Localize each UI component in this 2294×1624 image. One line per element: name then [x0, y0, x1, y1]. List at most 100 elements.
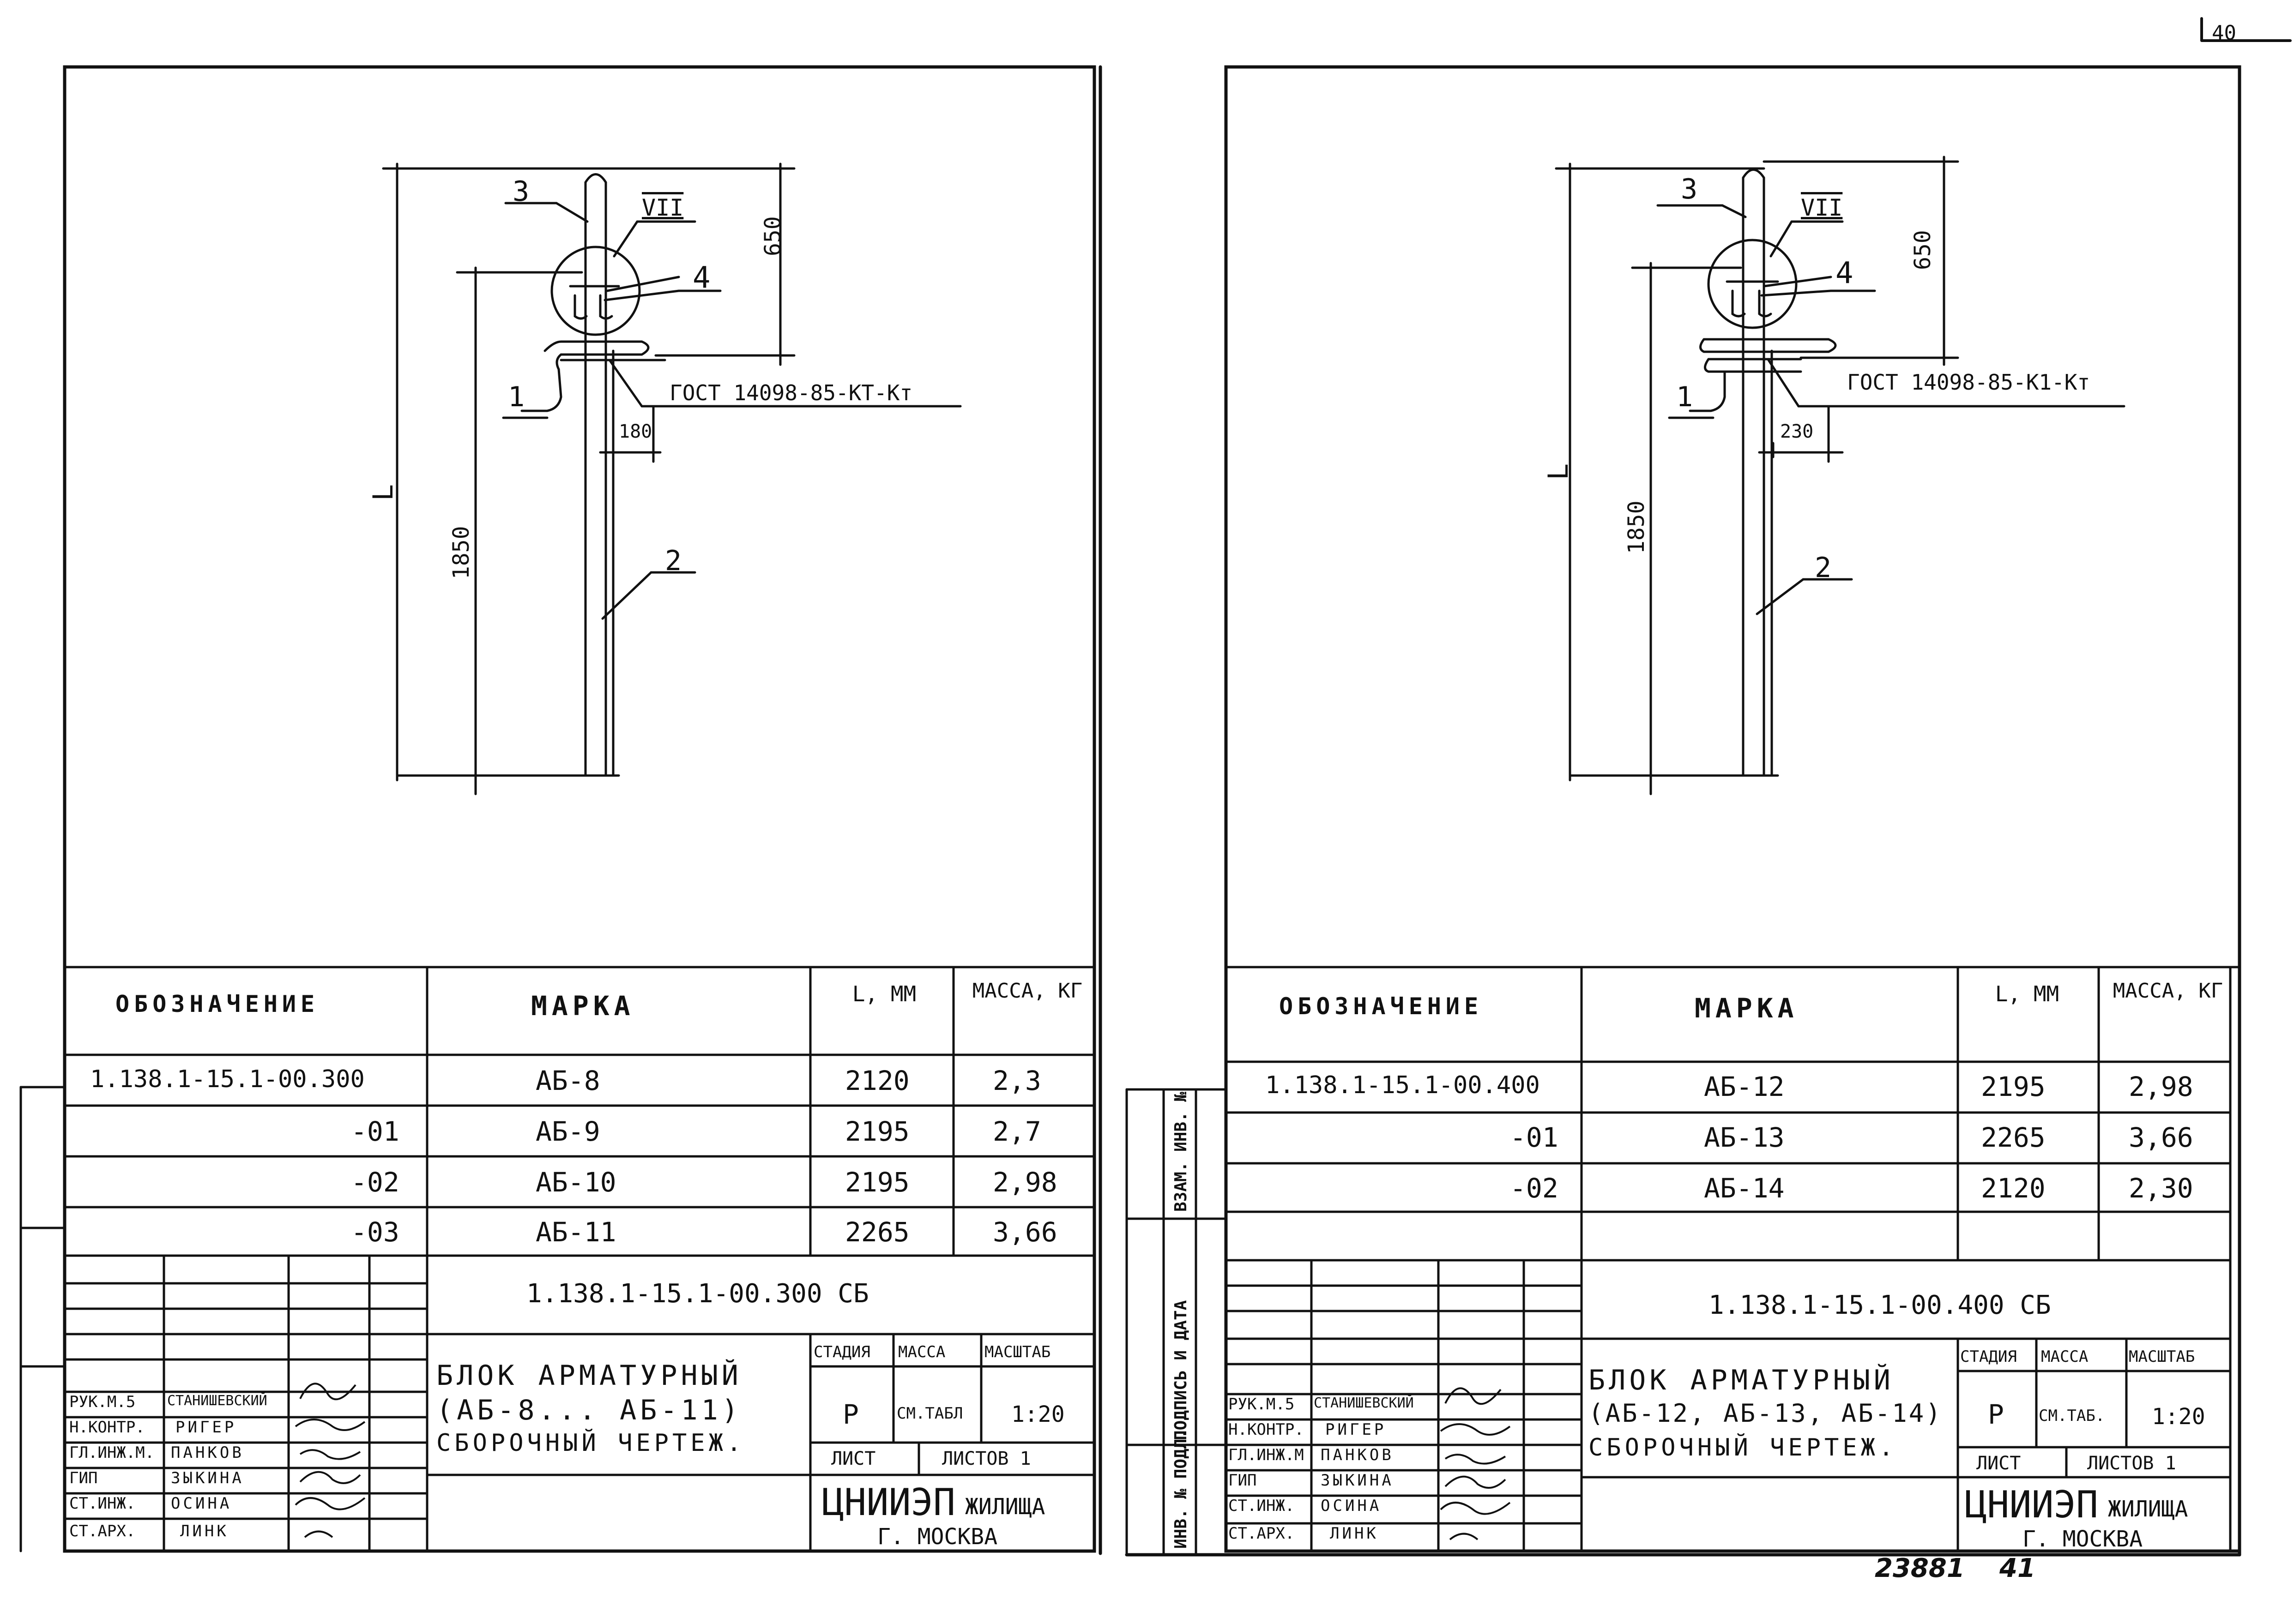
- right-header-designation: ОБОЗНАЧЕНИЕ: [1279, 993, 1483, 1020]
- right-dim-650: 650: [1910, 230, 1936, 270]
- right-title-line-1: БЛОК АРМАТУРНЫЙ: [1588, 1364, 1894, 1396]
- signature-scribbles: [295, 1383, 1511, 1540]
- left-callout-2: 2: [665, 545, 682, 577]
- right-name-5: ОСИНА: [1321, 1497, 1382, 1515]
- left-city: Г. МОСКВА: [877, 1524, 998, 1550]
- side-stamp-inv-podl: ИНВ. № ПОДЛ.: [1171, 1428, 1190, 1549]
- left-role-4: ГИП: [69, 1469, 98, 1487]
- left-org-name-2: ЖИЛИЩА: [965, 1494, 1045, 1520]
- left-row-4-length: 2265: [845, 1216, 910, 1248]
- right-stage-header: СТАДИЯ: [1960, 1347, 2017, 1366]
- left-callout-4: 4: [693, 261, 711, 295]
- left-doc-code: 1.138.1-15.1-00.300 СБ: [526, 1279, 869, 1309]
- left-name-3: ПАНКОВ: [171, 1444, 244, 1462]
- right-role-4: ГИП: [1228, 1471, 1257, 1490]
- left-row-3-mass: 2,98: [993, 1167, 1057, 1198]
- left-row-1-mass: 2,3: [993, 1065, 1041, 1096]
- left-row-2-length: 2195: [845, 1116, 910, 1147]
- right-row-2-mark: АБ-13: [1704, 1122, 1785, 1153]
- left-header-mass: МАССА, КГ: [972, 979, 1083, 1003]
- left-role-2: Н.КОНТР.: [69, 1418, 145, 1437]
- right-name-1: СТАНИШЕВСКИЙ: [1314, 1395, 1414, 1411]
- left-callout-vii: VII: [642, 194, 684, 221]
- right-scale-header: МАСШТАБ: [2129, 1347, 2195, 1366]
- right-name-2: РИГЕР: [1325, 1420, 1387, 1439]
- right-doc-code: 1.138.1-15.1-00.400 СБ: [1708, 1290, 2051, 1320]
- right-mass-value: СМ.ТАБ.: [2039, 1407, 2105, 1425]
- right-row-2-length: 2265: [1981, 1122, 2046, 1153]
- right-dim-230: 230: [1780, 421, 1814, 442]
- left-header-length: L, ММ: [852, 981, 917, 1006]
- left-callout-3: 3: [513, 175, 530, 208]
- right-row-3-designation: -02: [1510, 1173, 1558, 1204]
- left-row-2-designation: -01: [351, 1116, 399, 1147]
- right-row-1-length: 2195: [1981, 1071, 2046, 1102]
- left-scale-header: МАСШТАБ: [984, 1343, 1051, 1361]
- left-sheet-label: ЛИСТ: [831, 1448, 876, 1469]
- right-row-2-mass: 3,66: [2129, 1122, 2193, 1153]
- right-header-mark: МАРКА: [1695, 992, 1799, 1024]
- left-name-4: ЗЫКИНА: [171, 1469, 244, 1487]
- left-role-1: РУК.М.5: [69, 1393, 136, 1411]
- right-role-1: РУК.М.5: [1228, 1395, 1295, 1413]
- left-row-1-mark: АБ-8: [536, 1065, 600, 1096]
- side-stamp-vzam-inv: ВЗАМ. ИНВ. №: [1171, 1091, 1190, 1212]
- left-name-5: ОСИНА: [171, 1494, 232, 1513]
- bottom-number: 23881: [1875, 1553, 1965, 1583]
- right-name-4: ЗЫКИНА: [1321, 1471, 1394, 1490]
- left-row-4-mass: 3,66: [993, 1216, 1057, 1248]
- right-role-3: ГЛ.ИНЖ.М: [1228, 1446, 1304, 1464]
- left-row-1-length: 2120: [845, 1065, 910, 1096]
- bottom-sheet-number: 41: [1999, 1553, 2035, 1583]
- right-callout-3: 3: [1681, 173, 1698, 205]
- right-stage-value: Р: [1988, 1399, 2004, 1430]
- right-sheets-label: ЛИСТОВ 1: [2087, 1453, 2176, 1474]
- right-callout-4: 4: [1835, 256, 1853, 290]
- right-role-5: СТ.ИНЖ.: [1228, 1497, 1295, 1515]
- right-row-3-mark: АБ-14: [1704, 1173, 1785, 1204]
- right-title-line-3: СБОРОЧНЫЙ ЧЕРТЕЖ.: [1588, 1434, 1897, 1462]
- right-dim-l: L: [1542, 463, 1575, 480]
- right-callout-vii: VII: [1801, 194, 1843, 221]
- right-row-2-designation: -01: [1510, 1122, 1558, 1153]
- right-role-6: СТ.АРХ.: [1228, 1524, 1295, 1543]
- right-city: Г. МОСКВА: [2022, 1526, 2143, 1552]
- right-row-1-designation: 1.138.1-15.1-00.400: [1265, 1071, 1540, 1099]
- left-row-4-designation: -03: [351, 1216, 399, 1248]
- left-row-3-mark: АБ-10: [536, 1167, 616, 1198]
- right-callout-1: 1: [1676, 381, 1693, 413]
- left-assembly-drawing: [382, 162, 962, 795]
- left-stage-value: Р: [843, 1399, 859, 1430]
- right-scale-value: 1:20: [2152, 1404, 2205, 1430]
- left-name-6: ЛИНК: [180, 1522, 229, 1540]
- left-scale-value: 1:20: [1011, 1401, 1065, 1427]
- left-header-mark: МАРКА: [531, 990, 635, 1022]
- right-row-3-length: 2120: [1981, 1173, 2046, 1204]
- right-header-mass: МАССА, КГ: [2113, 979, 2223, 1003]
- right-row-3-mass: 2,30: [2129, 1173, 2193, 1204]
- right-role-2: Н.КОНТР.: [1228, 1420, 1304, 1439]
- left-title-line-1: БЛОК АРМАТУРНЫЙ: [436, 1359, 742, 1392]
- right-name-3: ПАНКОВ: [1321, 1446, 1394, 1464]
- left-name-1: СТАНИШЕВСКИЙ: [167, 1393, 267, 1409]
- right-title-line-2: (АБ-12, АБ-13, АБ-14): [1588, 1399, 1943, 1428]
- left-dim-650: 650: [760, 216, 786, 256]
- left-name-2: РИГЕР: [175, 1418, 237, 1437]
- left-row-2-mass: 2,7: [993, 1116, 1041, 1147]
- right-dim-1850: 1850: [1624, 500, 1649, 554]
- left-row-2-mark: АБ-9: [536, 1116, 600, 1147]
- right-org-name: ЦНИИЭП: [1965, 1483, 2098, 1526]
- right-row-1-mark: АБ-12: [1704, 1071, 1785, 1102]
- right-sheet-label: ЛИСТ: [1976, 1453, 2021, 1474]
- right-gost-label: ГОСТ 14098-85-К1-Кт: [1847, 370, 2090, 395]
- left-row-4-mark: АБ-11: [536, 1216, 616, 1248]
- sheet-corner-number: 40: [2212, 21, 2236, 45]
- left-row-3-length: 2195: [845, 1167, 910, 1198]
- side-stamp-signature-date: ПОДПИСЬ И ДАТА: [1171, 1300, 1190, 1440]
- left-org-name: ЦНИИЭП: [822, 1481, 955, 1524]
- right-org-name-2: ЖИЛИЩА: [2108, 1496, 2188, 1522]
- right-header-length: L, ММ: [1995, 981, 2059, 1006]
- left-title-line-2: (АБ-8... АБ-11): [436, 1394, 742, 1426]
- left-mass-value: СМ.ТАБЛ: [897, 1404, 963, 1423]
